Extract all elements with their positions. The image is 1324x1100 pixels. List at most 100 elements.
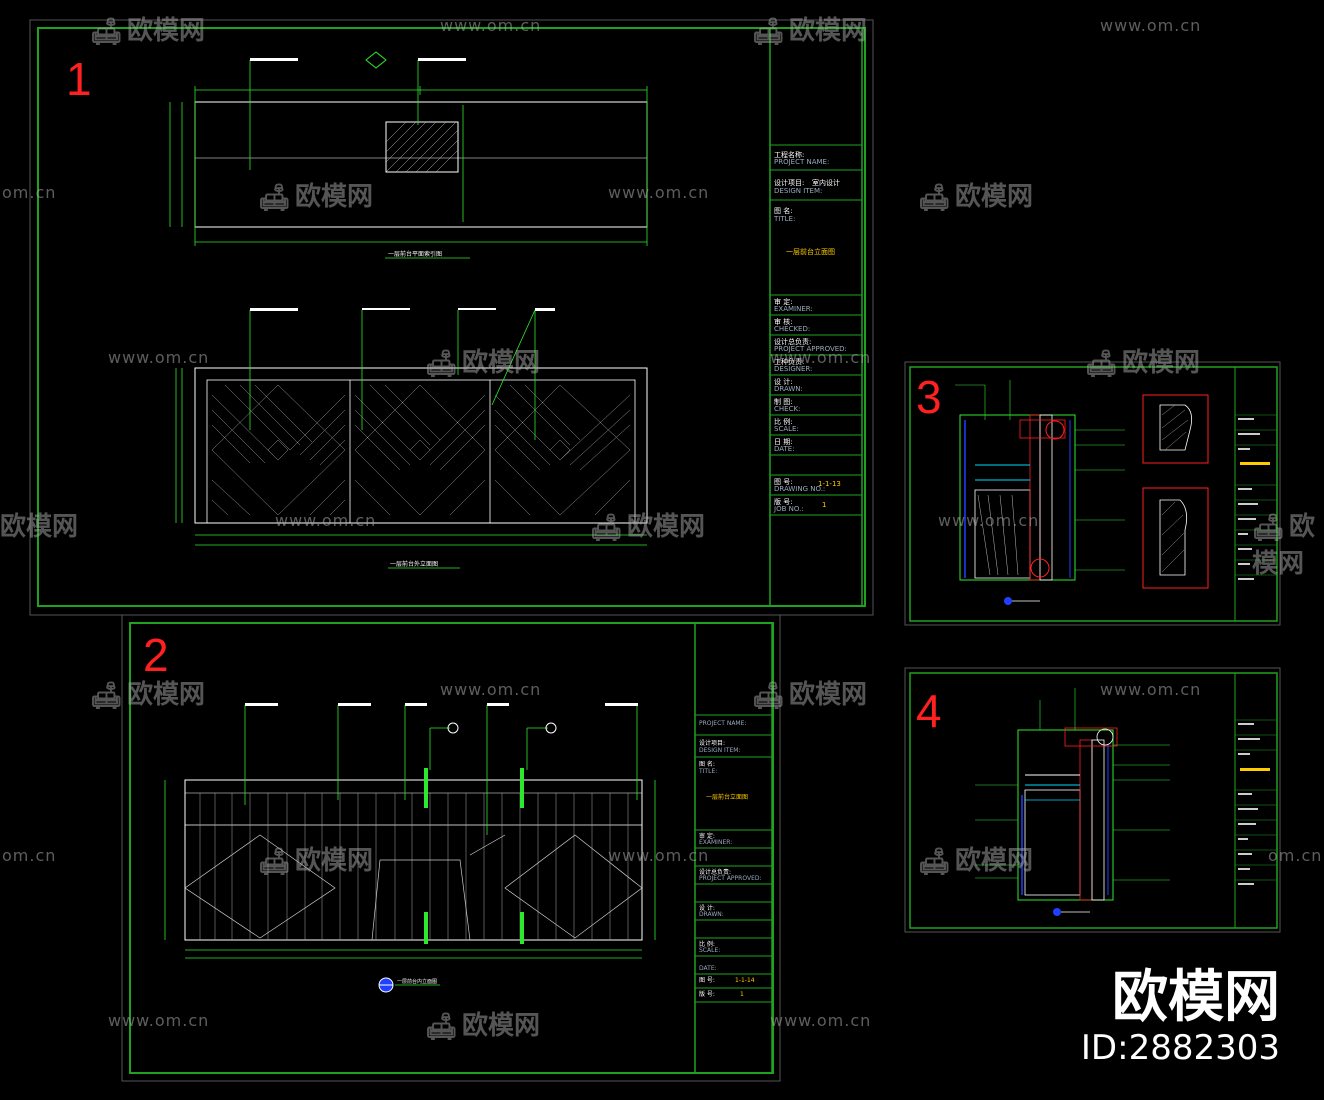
tb1-drawing-no-en: DRAWING NO.:	[774, 485, 825, 493]
sofa-icon: 🛋	[90, 16, 124, 47]
tb1-check-en: CHECK:	[774, 405, 800, 413]
tb1-scale-en: SCALE:	[774, 425, 799, 433]
brand-badge: 欧模网 ID:2882303	[1080, 965, 1280, 1069]
tb1-project-name: 工程名称:	[774, 150, 804, 159]
elev1-caption: 一层前台外立面图	[390, 560, 438, 568]
tb1-checked: 审 核:	[774, 317, 793, 326]
sofa-icon: 🛋	[90, 680, 124, 711]
tb1-drawing-no-value: 1-1-13	[818, 480, 841, 488]
watermark-logo: 🛋欧模网	[752, 16, 868, 47]
watermark-url: www.om.cn	[108, 348, 210, 367]
watermark-logo: 🛋欧模网	[90, 680, 206, 711]
watermark-logo: 🛋欧模网	[590, 512, 706, 543]
tb1-job-no-en: JOB NO.:	[773, 505, 804, 513]
watermark-url: www.om.cn	[938, 511, 1040, 530]
sofa-icon: 🛋	[258, 846, 292, 877]
elevation-view-2: 一层前台内立面图	[164, 703, 656, 993]
tb1-job-no: 版 号:	[774, 497, 793, 506]
tb1-design-item-en: DESIGN ITEM:	[774, 187, 822, 195]
sheet-number-3: 3	[916, 371, 942, 423]
tb1-date-en: DATE:	[774, 445, 795, 453]
tb1-examiner-en: EXAMINER:	[774, 305, 813, 313]
sofa-icon: 🛋	[258, 182, 292, 213]
watermark-logo: 🛋欧模网	[752, 680, 868, 711]
tb1-date: 日 期:	[774, 438, 793, 446]
watermark-logo: 🛋欧模网	[90, 16, 206, 47]
tb1-project-name-en: PROJECT NAME:	[774, 158, 829, 166]
watermark-logo: 🛋欧模网	[1252, 512, 1316, 579]
tb2-drawn-en: DRAWN:	[699, 911, 724, 918]
tb1-check: 制 图:	[774, 397, 793, 406]
tb1-sheet-title: 一层前台立面图	[786, 247, 835, 256]
sofa-icon: 🛋	[590, 512, 624, 543]
watermark-logo: 🛋欧模网	[918, 182, 1034, 213]
tb1-drawn-en: DRAWN:	[774, 385, 803, 393]
tb2-drawing-no-value: 1-1-14	[735, 977, 755, 984]
sofa-icon: 🛋	[752, 16, 786, 47]
watermark-url: www.om.cn	[608, 183, 710, 202]
watermark-logo: 🛋欧模网	[258, 846, 374, 877]
tb2-date-en: DATE:	[699, 965, 717, 972]
tb2-job-no: 版 号:	[699, 990, 715, 998]
watermark-url: www.om.cn	[608, 846, 710, 865]
watermark-url: www.om.cn	[440, 680, 542, 699]
brand-name: 欧模网	[1112, 965, 1280, 1030]
watermark-logo: 🛋欧模网	[258, 182, 374, 213]
watermark-url: om.cn	[1268, 846, 1323, 865]
tb2-scale-en: SCALE:	[699, 947, 720, 954]
watermark-url: www.om.cn	[1100, 680, 1202, 699]
sofa-icon: 🛋	[1252, 512, 1286, 543]
plan-view-1: 一层前台平面索引图	[169, 51, 648, 259]
section-detail-3	[955, 380, 1209, 605]
watermark-logo: 🛋欧模网	[425, 1011, 541, 1042]
tb2-design-item: 设计项目:	[699, 739, 725, 747]
tb2-title-en: TITLE:	[698, 768, 717, 775]
sofa-icon: 🛋	[918, 182, 952, 213]
sofa-icon: 🛋	[425, 348, 459, 379]
tb1-approved-en: PROJECT APPROVED:	[774, 345, 847, 353]
sofa-icon: 🛋	[752, 680, 786, 711]
tb2-approved-en: PROJECT APPROVED:	[699, 875, 762, 882]
section-detail-4	[975, 688, 1170, 916]
tb1-title: 图 名:	[774, 206, 793, 215]
brand-id: ID:2882303	[1080, 1028, 1280, 1068]
watermark-url: www.om.cn	[275, 511, 377, 530]
watermark-url: www.om.cn	[770, 1011, 872, 1030]
sheet-number-4: 4	[916, 685, 942, 737]
tb1-design-item: 设计项目:	[774, 178, 804, 187]
watermark-url: www.om.cn	[440, 16, 542, 35]
tb2-scale: 比 例:	[699, 940, 715, 948]
elev2-caption: 一层前台内立面图	[397, 978, 437, 985]
tb1-drawing-no: 图 号:	[774, 478, 793, 486]
tb2-design-item-en: DESIGN ITEM:	[699, 747, 740, 754]
tb1-scale: 比 例:	[774, 417, 793, 426]
tb1-examiner: 审 定:	[774, 297, 793, 306]
plan-caption: 一层前台平面索引图	[388, 250, 442, 258]
tb2-title: 图 名:	[699, 760, 715, 768]
sofa-icon: 🛋	[1085, 348, 1119, 379]
watermark-logo: 🛋欧模网	[425, 348, 541, 379]
watermark-url: www.om.cn	[1100, 16, 1202, 35]
tb1-designer-en: DESIGNER:	[774, 365, 812, 373]
tb2-job-no-value: 1	[740, 991, 744, 998]
sofa-icon: 🛋	[918, 846, 952, 877]
watermark-url: om.cn	[2, 183, 57, 202]
tb2-examiner: 审 定:	[699, 832, 715, 840]
watermark-logo: 🛋欧模网	[1085, 348, 1201, 379]
watermark-logo: 欧模网	[0, 512, 79, 542]
tb1-approved: 设计总负责:	[774, 337, 811, 346]
sofa-icon: 🛋	[425, 1011, 459, 1042]
tb2-drawing-no: 图 号:	[699, 977, 715, 984]
tb1-design-item-value: 室内设计	[812, 178, 840, 187]
sheet-number-2: 2	[143, 629, 169, 681]
tb1-drawn: 设 计:	[774, 377, 793, 386]
tb1-designer: 工种负责:	[774, 357, 804, 366]
tb2-project-name-en: PROJECT NAME:	[699, 720, 746, 727]
tb2-drawn: 设 计:	[699, 904, 715, 912]
tb2-examiner-en: EXAMINER:	[699, 839, 732, 846]
watermark-logo: 🛋欧模网	[918, 846, 1034, 877]
watermark-url: www.om.cn	[108, 1011, 210, 1030]
